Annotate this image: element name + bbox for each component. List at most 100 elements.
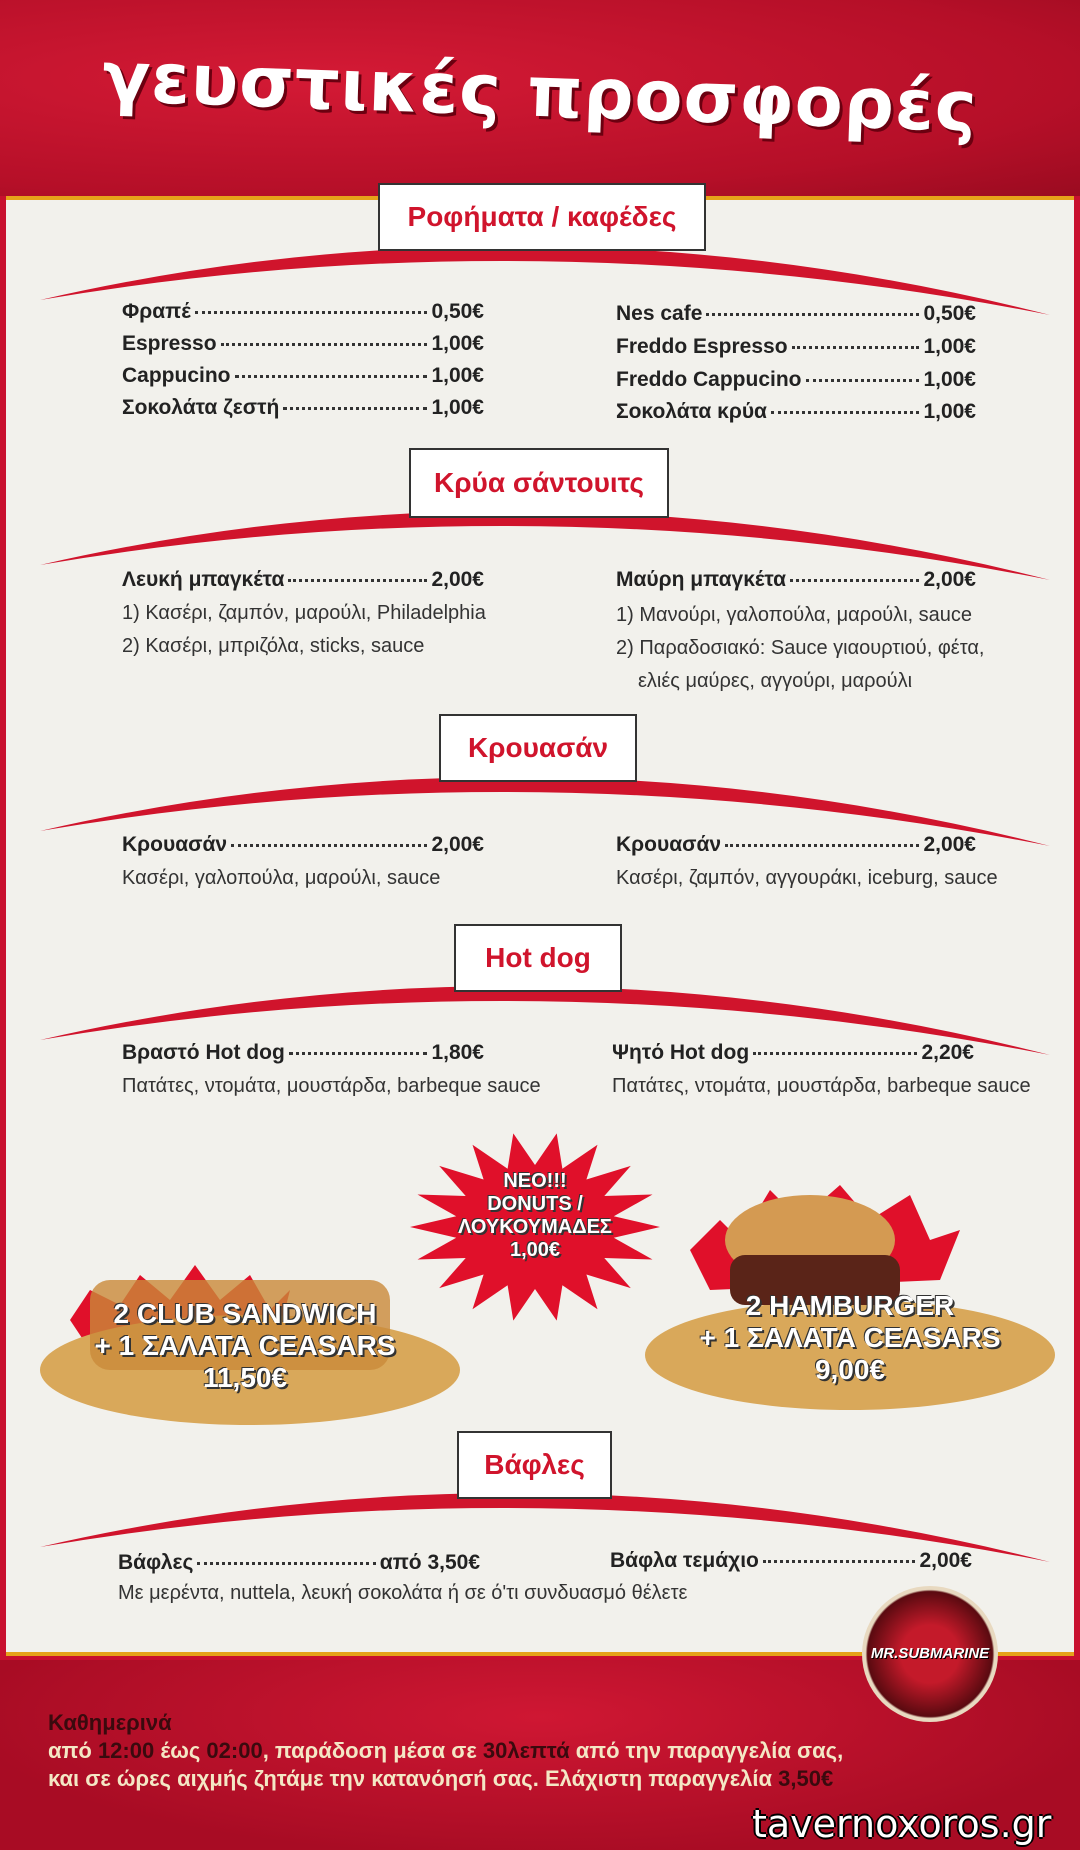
menu-item: Κρουασάν 2,00€ [122, 833, 484, 857]
logo-text: MR.SUBMARINE [870, 1645, 990, 1662]
menu-item: Σοκολάτα κρύα 1,00€ [616, 400, 976, 424]
item-name: Σοκολάτα ζεστή [122, 396, 280, 419]
leader [706, 313, 920, 316]
leader [791, 346, 920, 349]
item-price: 0,50€ [923, 302, 976, 325]
item-name: Φραπέ [122, 300, 191, 323]
delivery-time: 30λεπτά [482, 1738, 570, 1763]
swoosh-decoration [40, 511, 1050, 580]
item-name: Βραστό Hot dog [122, 1041, 285, 1064]
leader [725, 844, 920, 847]
leader [753, 1052, 918, 1055]
item-name: Μαύρη μπαγκέτα [616, 568, 787, 591]
leader [234, 375, 428, 378]
menu-item: Espresso 1,00€ [122, 332, 484, 356]
item-name: Cappucino [122, 364, 231, 387]
text: έως [160, 1738, 201, 1763]
item-price: 1,00€ [923, 400, 976, 423]
item-price: 2,00€ [923, 833, 976, 856]
menu-item: Κρουασάν 2,00€ [616, 833, 976, 857]
promo-line: 2 HAMBURGER [745, 1290, 955, 1321]
hamburger-promo: 2 HAMBURGER + 1 ΣΑΛΑΤΑ CEASARS 9,00€ [640, 1290, 1060, 1387]
leader [197, 1562, 376, 1565]
leader [790, 579, 920, 582]
item-name: Λευκή μπαγκέτα [122, 568, 285, 591]
leader [283, 407, 428, 410]
item-price: 1,00€ [431, 364, 484, 387]
item-description: 1) Κασέρι, ζαμπόν, μαρούλι, Philadelphia [122, 602, 486, 624]
footer-minimum-line: και σε ώρες αιχμής ζητάμε την κατανόησή … [48, 1766, 833, 1792]
opening-time: 12:00 [97, 1738, 155, 1763]
item-name: Espresso [122, 332, 217, 355]
item-price: 2,00€ [431, 568, 484, 591]
item-description: 2) Κασέρι, μπριζόλα, sticks, sauce [122, 635, 425, 657]
swoosh-decoration [40, 246, 1050, 315]
item-name: Κρουασάν [122, 833, 228, 856]
item-price: 1,00€ [923, 368, 976, 391]
item-description: Με μερέντα, nuttela, λευκή σοκολάτα ή σε… [118, 1582, 688, 1604]
promo-line: + 1 ΣΑΛΑΤΑ CEASARS [699, 1322, 1001, 1354]
item-price: 1,00€ [431, 332, 484, 355]
item-price: 1,00€ [431, 396, 484, 419]
closing-time: 02:00 [206, 1738, 263, 1763]
item-price: 2,00€ [923, 568, 976, 591]
item-price: 2,00€ [431, 833, 484, 856]
menu-item: Βραστό Hot dog 1,80€ [122, 1041, 484, 1065]
section-heading-coffee: Ροφήματα / καφέδες [378, 183, 706, 251]
donuts-starburst [410, 1133, 660, 1321]
hamburger-promo-image [645, 1185, 1055, 1410]
item-name: Nes cafe [616, 302, 703, 325]
leader [194, 311, 428, 314]
item-description: Κασέρι, γαλοπούλα, μαρούλι, sauce [122, 867, 441, 889]
mr-submarine-logo [862, 1586, 998, 1722]
swoosh-decoration [40, 986, 1050, 1055]
item-name: Freddo Espresso [616, 335, 788, 358]
leader [805, 379, 920, 382]
minimum-order: 3,50€ [778, 1766, 834, 1791]
item-price: 1,80€ [431, 1041, 484, 1064]
promo-line: + 1 ΣΑΛΑΤΑ CEASARS [94, 1330, 396, 1362]
item-description: Πατάτες, ντομάτα, μουστάρδα, barbeque sa… [612, 1075, 1031, 1097]
text: από την παραγγελία σας, [575, 1738, 844, 1763]
text: και σε ώρες αιχμής ζητάμε την κατανόησή … [48, 1766, 773, 1791]
item-name: Κρουασάν [616, 833, 722, 856]
leader [288, 579, 428, 582]
promo-price: 11,50€ [202, 1362, 288, 1394]
club-sandwich-promo-image [40, 1265, 460, 1425]
menu-item: Φραπέ 0,50€ [122, 300, 484, 324]
item-description: 2) Παραδοσιακό: Sauce γιαουρτιού, φέτα, [616, 637, 985, 659]
donuts-promo: NEO!!! DONUTS / ΛΟΥΚΟΥΜΑΔΕΣ 1,00€ [430, 1170, 640, 1262]
item-description: 1) Μανούρι, γαλοπούλα, μαρούλι, sauce [616, 604, 973, 626]
text: από [48, 1738, 92, 1763]
item-price: 0,50€ [431, 300, 484, 323]
leader [770, 411, 920, 414]
item-description: ελιές μαύρες, αγγούρι, μαρούλι [638, 670, 913, 692]
item-price: 1,00€ [923, 335, 976, 358]
section-heading-waffles: Βάφλες [457, 1431, 612, 1499]
menu-item: Λευκή μπαγκέτα 2,00€ [122, 568, 484, 592]
item-description: Πατάτες, ντομάτα, μουστάρδα, barbeque sa… [122, 1075, 541, 1097]
leader [762, 1560, 916, 1563]
menu-item: Nes cafe 0,50€ [616, 302, 976, 326]
item-name: Σοκολάτα κρύα [616, 400, 767, 423]
item-name: Βάφλα τεμάχιο [610, 1549, 759, 1572]
promo-line: ΛΟΥΚΟΥΜΑΔΕΣ [458, 1216, 612, 1238]
watermark: tavernoxoros.gr [752, 1802, 1052, 1846]
club-sandwich-promo: 2 CLUB SANDWICH + 1 ΣΑΛΑΤΑ CEASARS 11,50… [40, 1298, 450, 1395]
item-description: Κασέρι, ζαμπόν, αγγουράκι, iceburg, sauc… [616, 867, 998, 889]
leader [231, 844, 428, 847]
swoosh-decoration [40, 1493, 1050, 1562]
section-heading-sandwiches: Κρύα σάντουιτς [409, 448, 669, 518]
promo-line: 2 CLUB SANDWICH [113, 1298, 377, 1329]
leader [288, 1052, 428, 1055]
text: , παράδοση μέσα σε [262, 1738, 477, 1763]
section-heading-hotdog: Hot dog [454, 924, 622, 992]
promo-line: NEO!!! [503, 1170, 567, 1192]
menu-item: Μαύρη μπαγκέτα 2,00€ [616, 568, 976, 592]
promo-price: 9,00€ [814, 1354, 886, 1386]
footer-hours-line: από 12:00 έως 02:00, παράδοση μέσα σε 30… [48, 1738, 843, 1764]
